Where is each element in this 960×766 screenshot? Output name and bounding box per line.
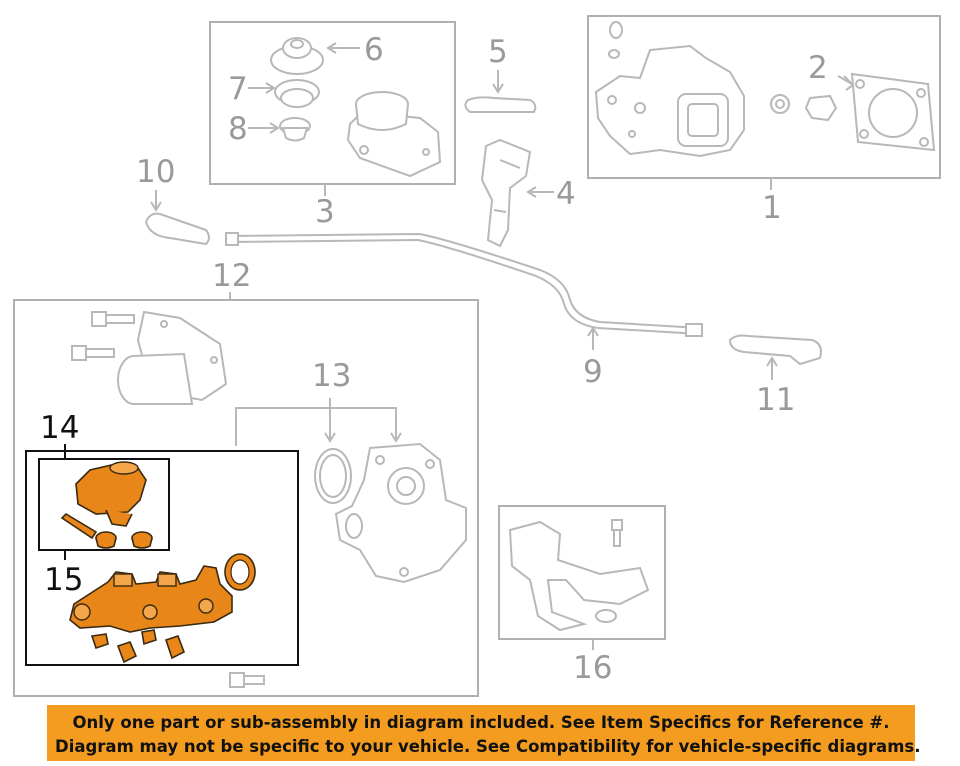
part-10-hose: 10 bbox=[136, 154, 210, 246]
callout-11: 11 bbox=[756, 382, 795, 418]
callout-15: 15 bbox=[44, 562, 83, 598]
clevis-outline bbox=[804, 94, 838, 122]
part-13-oring bbox=[314, 448, 352, 504]
callout-6: 6 bbox=[364, 32, 384, 68]
callout-14: 14 bbox=[40, 410, 79, 446]
notice-line-1: Only one part or sub-assembly in diagram… bbox=[72, 713, 890, 732]
part-8-grommet bbox=[279, 117, 311, 142]
part-15-master-cylinder bbox=[69, 553, 256, 664]
arrow-6 bbox=[326, 42, 360, 54]
group-12: 12 13 bbox=[13, 258, 479, 697]
part-14-reservoir bbox=[60, 461, 153, 549]
group-14-box bbox=[38, 458, 170, 551]
notice-banner: Only one part or sub-assembly in diagram… bbox=[47, 705, 921, 761]
callout-2: 2 bbox=[808, 50, 828, 86]
group-12-box bbox=[13, 299, 479, 697]
part-2-gasket bbox=[850, 72, 936, 152]
group-3: 6 7 8 3 bbox=[209, 21, 456, 230]
notice-line-2: Diagram may not be specific to your vehi… bbox=[55, 737, 921, 756]
part-9-line: 9 bbox=[225, 232, 703, 390]
booster-outline bbox=[594, 21, 745, 158]
bolt-2 bbox=[71, 345, 115, 361]
callout-13: 13 bbox=[312, 358, 351, 394]
group-1-box bbox=[587, 15, 941, 179]
callout-9: 9 bbox=[583, 354, 603, 390]
callout-7: 7 bbox=[228, 71, 248, 107]
cylinder-outline bbox=[117, 310, 228, 405]
part-4-bracket: 4 bbox=[480, 138, 576, 248]
arrow-8 bbox=[248, 122, 280, 134]
bolt-3 bbox=[229, 672, 265, 688]
group-16: 16 bbox=[498, 505, 666, 686]
group-1: 2 1 bbox=[587, 15, 941, 226]
reservoir-outline bbox=[346, 91, 442, 178]
arrow-7 bbox=[248, 82, 276, 94]
group-3-box bbox=[209, 21, 456, 185]
part-5-hose: 5 bbox=[464, 34, 537, 113]
callout-4: 4 bbox=[556, 176, 576, 212]
part-16-bracket bbox=[508, 519, 650, 632]
callout-3: 3 bbox=[315, 194, 335, 230]
part-11-hose: 11 bbox=[728, 334, 822, 418]
bolt-1 bbox=[91, 311, 135, 327]
callout-10: 10 bbox=[136, 154, 175, 190]
part-6-cap bbox=[270, 37, 324, 75]
group-15-box bbox=[25, 450, 299, 666]
callout-16: 16 bbox=[573, 650, 612, 686]
callout-8: 8 bbox=[228, 111, 248, 147]
nut-outline bbox=[770, 94, 790, 114]
part-7-seal bbox=[274, 79, 320, 108]
callout-5: 5 bbox=[488, 34, 508, 70]
callout-1: 1 bbox=[762, 190, 782, 226]
group-16-box bbox=[498, 505, 666, 640]
callout-12: 12 bbox=[212, 258, 251, 294]
pump-body-outline bbox=[334, 442, 467, 584]
